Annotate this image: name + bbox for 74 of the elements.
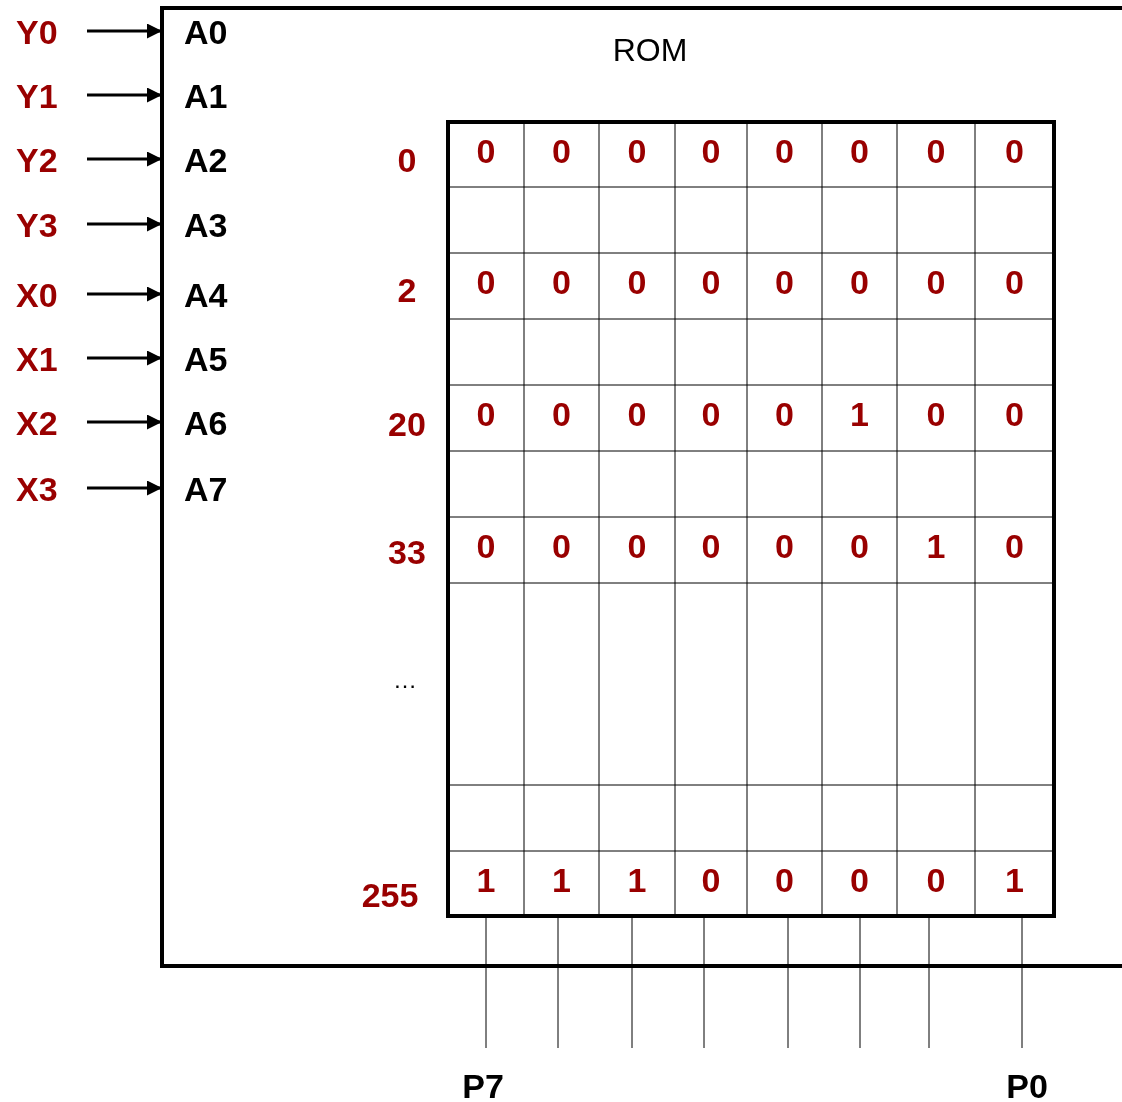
cell-value: 1 — [627, 862, 647, 897]
cell-value: 0 — [1005, 397, 1024, 431]
ellipsis: … — [393, 668, 417, 692]
cell-value: 0 — [926, 133, 946, 168]
cell-value: 0 — [701, 862, 721, 897]
cell-value: 0 — [476, 397, 496, 431]
arrow — [87, 23, 162, 39]
arrow — [87, 414, 162, 430]
cell-value: 0 — [701, 265, 721, 299]
cell-value: 0 — [476, 529, 496, 563]
cell-value: 0 — [1005, 133, 1024, 168]
pin-label: A0 — [162, 15, 228, 49]
cell-value: 0 — [476, 265, 496, 299]
cell-value: 0 — [627, 133, 647, 168]
pin-label: P7 — [462, 1069, 504, 1102]
pin-label: A4 — [162, 278, 228, 312]
block-title: ROM — [612, 34, 688, 66]
arrow — [87, 216, 162, 232]
pin-label: A3 — [162, 208, 228, 242]
pin-label: P0 — [1006, 1069, 1048, 1102]
cell-value: 0 — [850, 529, 869, 563]
signal-label: X0 — [16, 278, 58, 312]
address-label: 20 — [388, 407, 426, 441]
cell-value: 0 — [775, 397, 794, 431]
cell-value: 0 — [476, 133, 496, 168]
cell-value: 0 — [552, 529, 571, 563]
pin-label: A2 — [162, 143, 228, 177]
signal-label: Y0 — [16, 15, 58, 49]
cell-value: 0 — [850, 862, 869, 897]
signal-label: Y2 — [16, 143, 58, 177]
arrow — [87, 87, 162, 103]
address-label: 33 — [388, 535, 426, 569]
cell-value: 0 — [926, 397, 946, 431]
pin-label: A1 — [162, 79, 228, 113]
cell-value: 0 — [926, 265, 946, 299]
cell-value: 0 — [627, 397, 647, 431]
cell-value: 0 — [701, 529, 721, 563]
cell-value: 0 — [552, 265, 571, 299]
cell-value: 1 — [850, 397, 869, 431]
arrow — [87, 286, 162, 302]
cell-value: 0 — [850, 265, 869, 299]
cell-value: 1 — [926, 529, 946, 563]
arrow — [87, 151, 162, 167]
signal-label: Y1 — [16, 79, 58, 113]
cell-value: 1 — [1005, 862, 1024, 897]
cell-value: 0 — [627, 265, 647, 299]
address-label: 0 — [397, 143, 417, 177]
signal-label: Y3 — [16, 208, 58, 242]
cell-value: 1 — [552, 862, 571, 897]
cell-value: 0 — [926, 862, 946, 897]
signal-label: X3 — [16, 472, 58, 506]
cell-value: 0 — [850, 133, 869, 168]
cell-value: 0 — [552, 133, 571, 168]
signal-label: X2 — [16, 406, 58, 440]
cell-value: 0 — [627, 529, 647, 563]
cell-value: 0 — [775, 529, 794, 563]
cell-value: 0 — [552, 397, 571, 431]
cell-value: 0 — [775, 133, 794, 168]
pin-label: A6 — [162, 406, 228, 440]
cell-value: 0 — [1005, 265, 1024, 299]
cell-value: 1 — [476, 862, 496, 897]
cell-value: 0 — [701, 397, 721, 431]
cell-value: 0 — [775, 265, 794, 299]
pin-label: A7 — [162, 472, 228, 506]
address-label: 2 — [397, 273, 417, 307]
cell-value: 0 — [775, 862, 794, 897]
pin-label: A5 — [162, 342, 228, 376]
arrow — [87, 480, 162, 496]
cell-value: 0 — [701, 133, 721, 168]
signal-label: X1 — [16, 342, 58, 376]
arrow — [87, 350, 162, 366]
chip-outline — [160, 6, 1122, 968]
cell-value: 0 — [1005, 529, 1024, 563]
address-label: 255 — [361, 878, 419, 912]
